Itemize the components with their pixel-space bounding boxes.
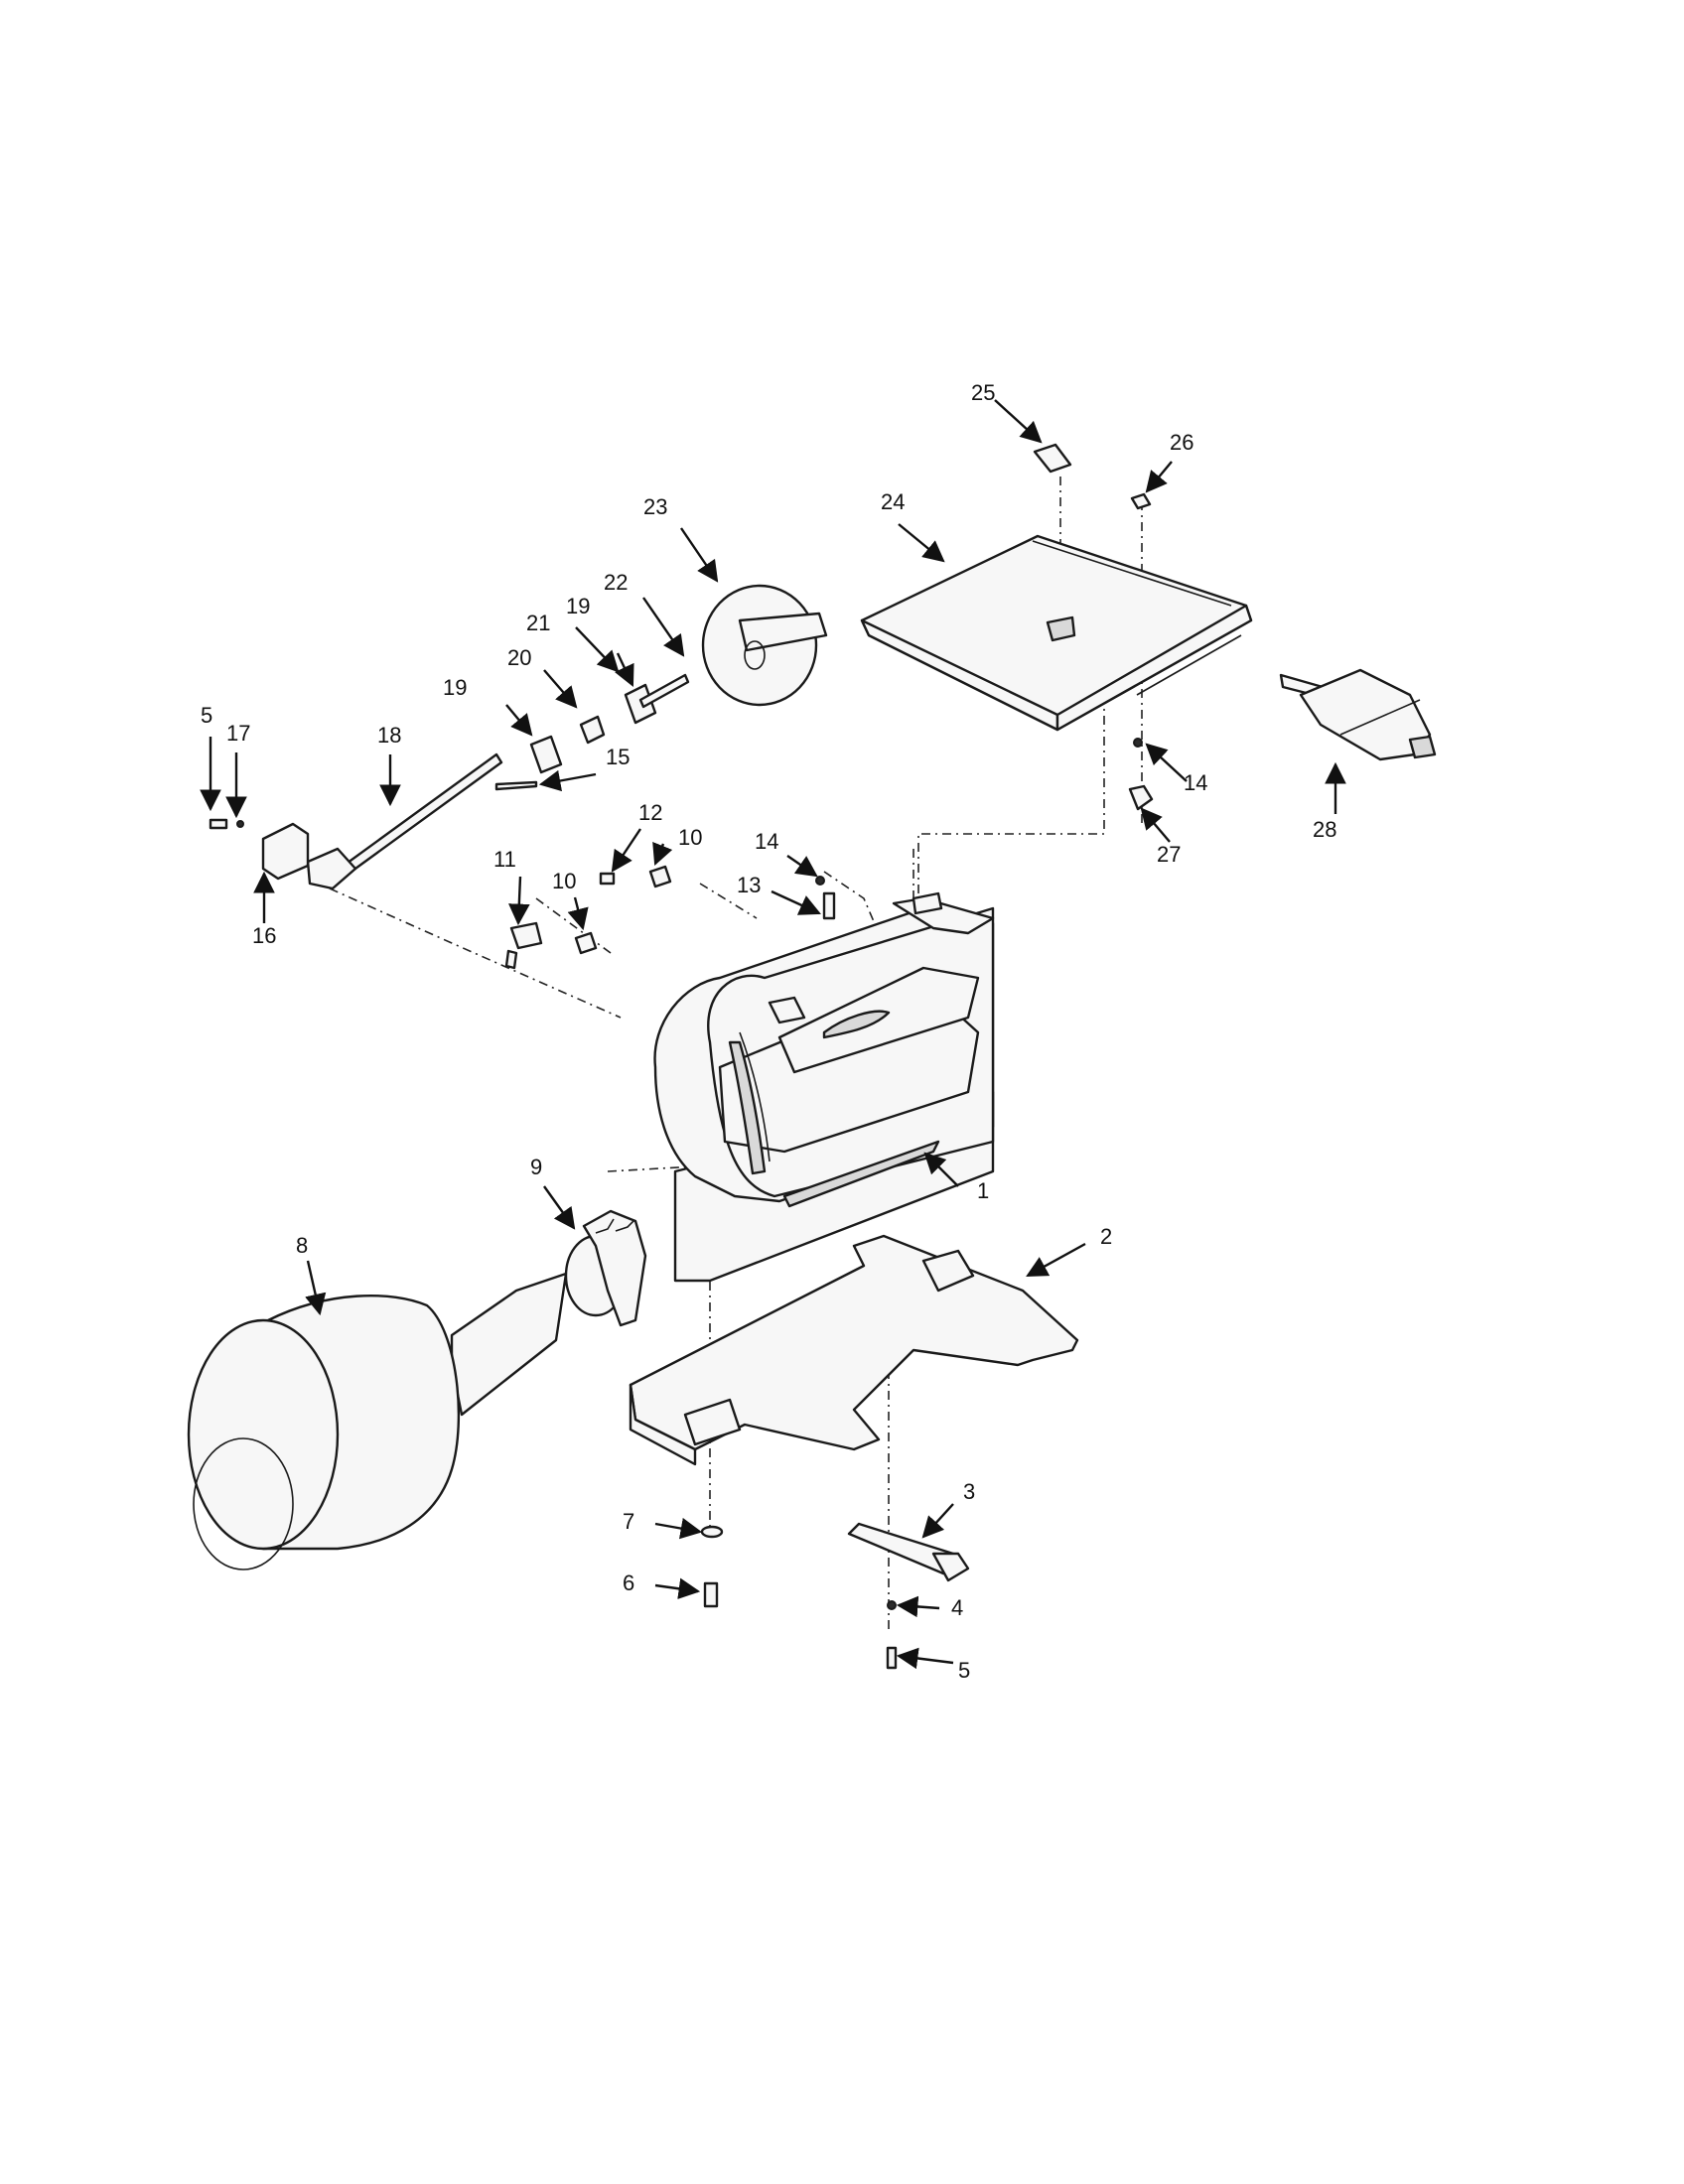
callout-19-left: 19: [443, 675, 467, 700]
washer-14-left: [815, 876, 825, 886]
bolt-6: [703, 1581, 719, 1608]
callout-8: 8: [296, 1233, 308, 1258]
callout-14-left: 14: [755, 829, 778, 854]
callout-24: 24: [881, 489, 905, 514]
washer-7: [700, 1525, 724, 1539]
bushing-10-top: [648, 865, 672, 888]
coupling: [306, 847, 357, 890]
callout-25: 25: [971, 380, 995, 405]
callout-2: 2: [1100, 1224, 1112, 1249]
callout-22: 22: [604, 570, 628, 595]
tilt-shaft-assembly: [261, 673, 690, 890]
shaft-18: [331, 752, 503, 884]
insert-plate: [1033, 443, 1072, 474]
callout-1: 1: [977, 1178, 989, 1203]
base-plate: [629, 1234, 1079, 1466]
bracket-16: [261, 822, 310, 881]
washer-14-right: [1133, 738, 1143, 748]
wing-nut-27: [1128, 784, 1154, 811]
callout-10-bottom: 10: [552, 869, 576, 893]
callout-10-top: 10: [678, 825, 702, 850]
callout-15: 15: [606, 745, 630, 769]
callout-28: 28: [1313, 817, 1336, 842]
callout-5-top: 5: [201, 703, 212, 728]
screw-13: [822, 891, 836, 920]
callout-17: 17: [226, 721, 250, 746]
motor-mount-bracket: [564, 1209, 647, 1327]
screw-12: [599, 872, 616, 886]
callout-19-right: 19: [566, 594, 590, 618]
handwheel: [701, 584, 828, 707]
callout-26: 26: [1170, 430, 1193, 455]
callout-4: 4: [951, 1595, 963, 1620]
callout-13: 13: [737, 873, 761, 897]
base-housing: [653, 891, 995, 1283]
callout-20: 20: [507, 645, 531, 670]
washer-4: [887, 1600, 897, 1610]
hardware: [209, 738, 1154, 1670]
table-top: [860, 534, 1253, 732]
pin-15: [494, 780, 538, 791]
callout-14-right: 14: [1184, 770, 1207, 795]
knob-11: [509, 921, 543, 950]
collar-20: [579, 715, 606, 745]
callout-18: 18: [377, 723, 401, 748]
motor: [187, 1272, 568, 1570]
callout-12: 12: [638, 800, 662, 825]
screw-5-bottom: [886, 1646, 898, 1670]
nut-26: [1130, 492, 1152, 510]
callout-5-bottom: 5: [958, 1658, 970, 1683]
callout-21: 21: [526, 611, 550, 635]
callout-6: 6: [623, 1570, 634, 1595]
screw-5-top: [209, 818, 228, 830]
bearing-19-left: [529, 735, 563, 774]
callout-7: 7: [623, 1509, 634, 1534]
bushing-10-bottom: [574, 931, 598, 955]
callout-23: 23: [643, 494, 667, 519]
miter-gauge: [1279, 668, 1437, 761]
callout-labels: 1 2 3 4 5 5 6 7 8 9 10 10 11 12 13 14 14…: [201, 380, 1336, 1683]
leader-arrows: [200, 399, 1346, 1670]
bracket: [847, 1522, 970, 1582]
callout-9: 9: [530, 1155, 542, 1179]
callout-16: 16: [252, 923, 276, 948]
callout-3: 3: [963, 1479, 975, 1504]
washer-17: [236, 820, 244, 828]
callout-27: 27: [1157, 842, 1181, 867]
callout-11: 11: [493, 847, 516, 872]
